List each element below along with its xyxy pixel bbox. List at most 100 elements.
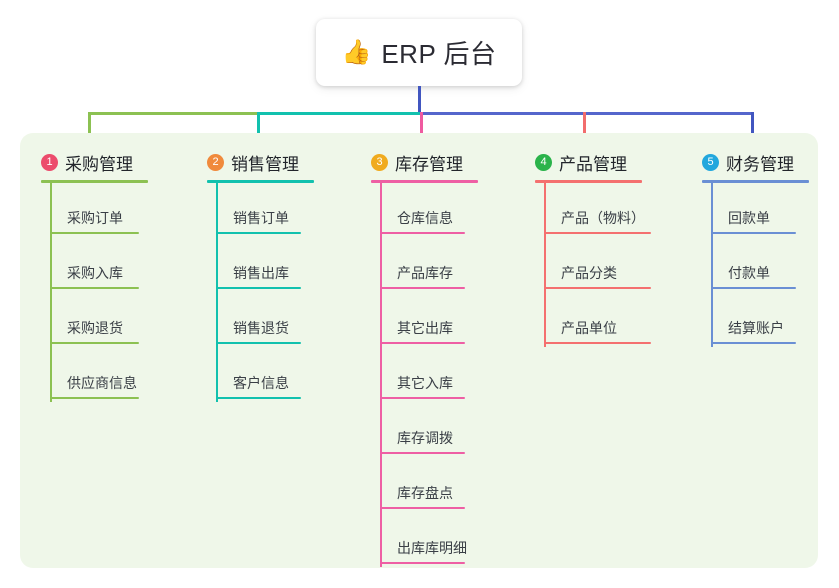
menu-item-rule (50, 232, 139, 234)
menu-item-sales-3[interactable]: 销售退货 (216, 311, 301, 344)
menu-item-label: 销售订单 (233, 210, 289, 226)
menu-item-sales-1[interactable]: 销售订单 (216, 201, 301, 234)
menu-item-procurement-2[interactable]: 采购入库 (50, 256, 139, 289)
column-spine (711, 183, 713, 347)
drop-finance (751, 112, 754, 146)
menu-item-rule (380, 287, 465, 289)
menu-item-rule (544, 287, 651, 289)
menu-item-rule (216, 287, 301, 289)
menu-item-rule (216, 397, 301, 399)
drop-sales (257, 112, 260, 146)
modules-panel (20, 133, 818, 568)
menu-item-sales-4[interactable]: 客户信息 (216, 366, 301, 399)
drop-procurement (88, 112, 91, 146)
menu-item-label: 采购订单 (67, 210, 123, 226)
column-spine (544, 183, 546, 347)
menu-item-finance-1[interactable]: 回款单 (711, 201, 796, 234)
menu-item-inventory-5[interactable]: 库存调拨 (380, 421, 465, 454)
root-node-content: 👍 ERP 后台 (341, 34, 496, 71)
column-header-rule (41, 180, 148, 183)
bar-teal (257, 112, 420, 115)
menu-item-inventory-3[interactable]: 其它出库 (380, 311, 465, 344)
column-header-rule (702, 180, 809, 183)
menu-item-rule (216, 232, 301, 234)
column-header-rule (371, 180, 478, 183)
menu-item-rule (380, 342, 465, 344)
column-number-badge: 4 (535, 154, 552, 171)
column-title-finance: 财务管理 (726, 155, 794, 174)
menu-item-product-1[interactable]: 产品（物料） (544, 201, 651, 234)
menu-item-label: 其它入库 (397, 375, 453, 391)
menu-item-rule (544, 232, 651, 234)
menu-item-rule (711, 232, 796, 234)
menu-item-label: 销售退货 (233, 320, 289, 336)
column-number-badge: 3 (371, 154, 388, 171)
menu-item-rule (380, 507, 465, 509)
bar-green (88, 112, 257, 115)
menu-item-rule (50, 287, 139, 289)
column-title-sales: 销售管理 (231, 155, 299, 174)
menu-item-rule (380, 562, 465, 564)
menu-item-inventory-4[interactable]: 其它入库 (380, 366, 465, 399)
menu-item-label: 产品（物料） (561, 210, 645, 226)
column-spine (380, 183, 382, 567)
menu-item-label: 结算账户 (728, 320, 784, 336)
menu-item-label: 采购入库 (67, 265, 123, 281)
menu-item-inventory-6[interactable]: 库存盘点 (380, 476, 465, 509)
column-header-product[interactable]: 4 产品管理 (535, 150, 627, 175)
column-number-badge: 1 (41, 154, 58, 171)
column-number-badge: 5 (702, 154, 719, 171)
menu-item-label: 供应商信息 (67, 375, 137, 391)
column-header-inventory[interactable]: 3 库存管理 (371, 150, 463, 175)
drop-product (583, 112, 586, 146)
root-stem-line (418, 86, 421, 115)
menu-item-label: 客户信息 (233, 375, 289, 391)
menu-item-procurement-1[interactable]: 采购订单 (50, 201, 139, 234)
menu-item-label: 回款单 (728, 210, 770, 226)
menu-item-inventory-2[interactable]: 产品库存 (380, 256, 465, 289)
menu-item-procurement-3[interactable]: 采购退货 (50, 311, 139, 344)
menu-item-label: 产品分类 (561, 265, 617, 281)
column-spine (216, 183, 218, 402)
column-title-inventory: 库存管理 (395, 155, 463, 174)
menu-item-product-2[interactable]: 产品分类 (544, 256, 651, 289)
column-number-badge: 2 (207, 154, 224, 171)
menu-item-rule (216, 342, 301, 344)
menu-item-label: 库存盘点 (397, 485, 453, 501)
menu-item-label: 产品单位 (561, 320, 617, 336)
column-header-finance[interactable]: 5 财务管理 (702, 150, 794, 175)
menu-item-rule (544, 342, 651, 344)
menu-item-label: 其它出库 (397, 320, 453, 336)
menu-item-rule (380, 452, 465, 454)
menu-item-sales-2[interactable]: 销售出库 (216, 256, 301, 289)
menu-item-finance-3[interactable]: 结算账户 (711, 311, 796, 344)
column-spine (50, 183, 52, 402)
column-header-sales[interactable]: 2 销售管理 (207, 150, 299, 175)
menu-item-procurement-4[interactable]: 供应商信息 (50, 366, 139, 399)
thumbs-up-icon: 👍 (341, 38, 372, 66)
menu-item-label: 付款单 (728, 265, 770, 281)
drop-inventory (420, 112, 423, 146)
menu-item-rule (380, 397, 465, 399)
menu-item-rule (50, 342, 139, 344)
menu-item-label: 销售出库 (233, 265, 289, 281)
menu-item-label: 采购退货 (67, 320, 123, 336)
root-node[interactable]: 👍 ERP 后台 (316, 19, 522, 86)
menu-item-inventory-7[interactable]: 出库库明细 (380, 531, 467, 564)
root-node-label: ERP 后台 (381, 39, 497, 69)
menu-item-label: 产品库存 (397, 265, 453, 281)
menu-item-rule (711, 287, 796, 289)
menu-item-finance-2[interactable]: 付款单 (711, 256, 796, 289)
menu-item-inventory-1[interactable]: 仓库信息 (380, 201, 465, 234)
column-header-rule (207, 180, 314, 183)
column-header-rule (535, 180, 642, 183)
menu-item-label: 仓库信息 (397, 210, 453, 226)
column-title-procurement: 采购管理 (65, 155, 133, 174)
menu-item-product-3[interactable]: 产品单位 (544, 311, 651, 344)
column-header-procurement[interactable]: 1 采购管理 (41, 150, 133, 175)
menu-item-label: 出库库明细 (397, 540, 467, 556)
column-title-product: 产品管理 (559, 155, 627, 174)
menu-item-rule (50, 397, 139, 399)
menu-item-rule (380, 232, 465, 234)
